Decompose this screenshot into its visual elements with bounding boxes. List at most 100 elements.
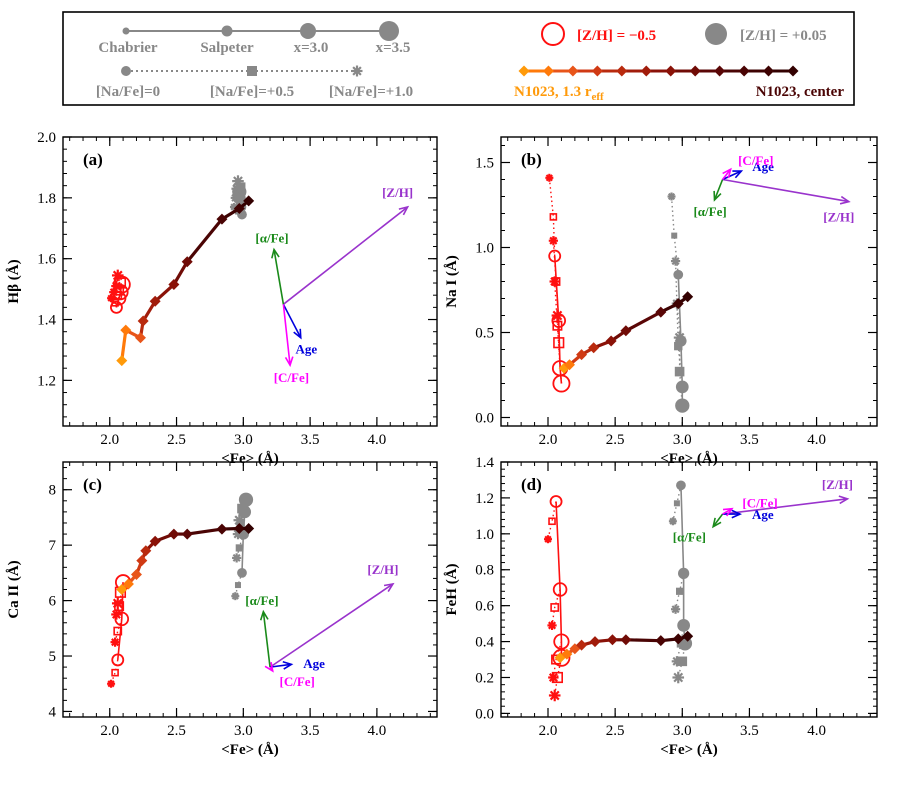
- low-metal-star: [111, 280, 122, 292]
- legend-n1023-marker: [640, 65, 652, 77]
- n1023-point: [134, 332, 146, 344]
- y-tick-label: 1.8: [37, 191, 56, 207]
- legend-n1023-marker: [689, 65, 701, 77]
- vector-zh: [722, 495, 850, 515]
- high-metal-circle: [675, 398, 690, 413]
- legend-n1023-marker: [714, 65, 726, 77]
- n1023-point: [122, 578, 134, 590]
- high-metal-square: [676, 587, 684, 595]
- n1023-point: [563, 359, 575, 371]
- n1023-point: [168, 528, 180, 540]
- vector-label: [Z/H]: [823, 210, 854, 225]
- low-metal-na-line: [113, 291, 120, 299]
- n1023-point: [149, 535, 161, 547]
- low-metal-star: [107, 679, 116, 688]
- vector-zh: [722, 178, 851, 205]
- n1023-segment: [172, 260, 189, 286]
- n1023-point: [243, 523, 255, 535]
- vector-age: [722, 170, 744, 181]
- panel-label: (b): [521, 150, 542, 169]
- low-metal-star: [548, 236, 558, 246]
- legend-low-metal-symbol: [541, 22, 565, 46]
- vector-age: [269, 660, 294, 670]
- legend-n1023-marker: [665, 65, 677, 77]
- n1023-point: [243, 195, 255, 207]
- high-metal-circle: [677, 619, 691, 632]
- y-tick-label: 1.2: [475, 491, 494, 507]
- x-tick-label: 2.0: [539, 723, 558, 739]
- vector-αfe: [711, 513, 724, 529]
- legend-n1023-marker: [542, 65, 554, 77]
- low-metal-square: [548, 517, 556, 526]
- x-tick-label: 2.0: [100, 723, 119, 739]
- high-metal-star: [232, 553, 242, 563]
- low-metal-na-line: [552, 641, 563, 678]
- low-metal-star: [111, 609, 122, 620]
- x-tick-label: 2.5: [606, 432, 625, 448]
- legend-n1023-marker: [738, 65, 750, 77]
- vector-label: [α/Fe]: [693, 204, 726, 219]
- n1023-point: [589, 636, 601, 648]
- vector-cfe: [722, 507, 734, 517]
- x-tick-label: 2.0: [100, 432, 119, 448]
- vector-label: [Z/H]: [367, 562, 398, 577]
- y-tick-label: 2.0: [37, 130, 56, 146]
- legend-high-metal-symbol: [705, 23, 727, 45]
- panel-label: (a): [83, 150, 103, 169]
- low-metal-square: [113, 626, 123, 636]
- legend-n1023-marker: [616, 65, 628, 77]
- low-metal-circle: [548, 249, 562, 263]
- n1023-point: [130, 569, 142, 581]
- high-metal-star: [231, 183, 242, 194]
- n1023-point: [672, 633, 684, 645]
- low-metal-na-line: [551, 589, 561, 626]
- x-axis-label: <Fe> (Å): [221, 742, 279, 758]
- y-tick-label: 0.0: [475, 411, 494, 427]
- high-metal-square: [237, 503, 247, 514]
- n1023-point: [168, 279, 180, 291]
- y-tick-label: 1.6: [37, 252, 56, 268]
- low-metal-star: [110, 637, 120, 647]
- legend-n1023-outer-subscript: eff: [592, 91, 605, 103]
- legend-imf-marker: [379, 21, 399, 41]
- n1023-point: [682, 630, 694, 642]
- y-tick-label: 1.5: [475, 156, 494, 172]
- n1023-segment: [625, 638, 661, 643]
- legend-imf-label: Salpeter: [200, 40, 254, 56]
- x-axis-label: <Fe> (Å): [660, 742, 718, 758]
- n1023-point: [116, 584, 128, 595]
- y-tick-label: 1.4: [37, 313, 56, 329]
- low-metal-na-line: [117, 275, 123, 286]
- high-metal-circle: [238, 492, 254, 507]
- legend-na-star: [351, 65, 363, 77]
- low-metal-star: [549, 276, 560, 287]
- low-metal-na-line: [554, 657, 563, 696]
- high-metal-square: [674, 366, 685, 377]
- legend-imf-marker: [221, 25, 233, 37]
- n1023-point: [233, 202, 245, 214]
- plot-frame: [500, 461, 878, 718]
- vector-label: [C/Fe]: [280, 674, 315, 689]
- low-metal-star: [544, 535, 552, 544]
- vector-cfe: [282, 304, 294, 368]
- vector-label: Age: [303, 656, 325, 671]
- n1023-point: [682, 291, 694, 303]
- high-metal-circle: [237, 567, 247, 578]
- low-metal-na-line: [547, 501, 557, 540]
- y-axis-label: Na I (Å): [444, 255, 460, 308]
- n1023-point: [576, 349, 588, 361]
- legend-na-label: [Na/Fe]=+0.5: [210, 84, 294, 100]
- y-axis-label: Ca II (Å): [6, 560, 22, 618]
- legend-imf-marker: [300, 23, 316, 39]
- n1023-point: [620, 634, 632, 646]
- legend-imf-label: x=3.0: [294, 40, 329, 56]
- y-tick-label: 0.8: [475, 563, 494, 579]
- x-tick-label: 2.5: [167, 432, 186, 448]
- n1023-point: [605, 335, 617, 347]
- y-tick-label: 4: [49, 704, 57, 720]
- legend-low-metal-label: [Z/H] = −0.5: [577, 28, 656, 44]
